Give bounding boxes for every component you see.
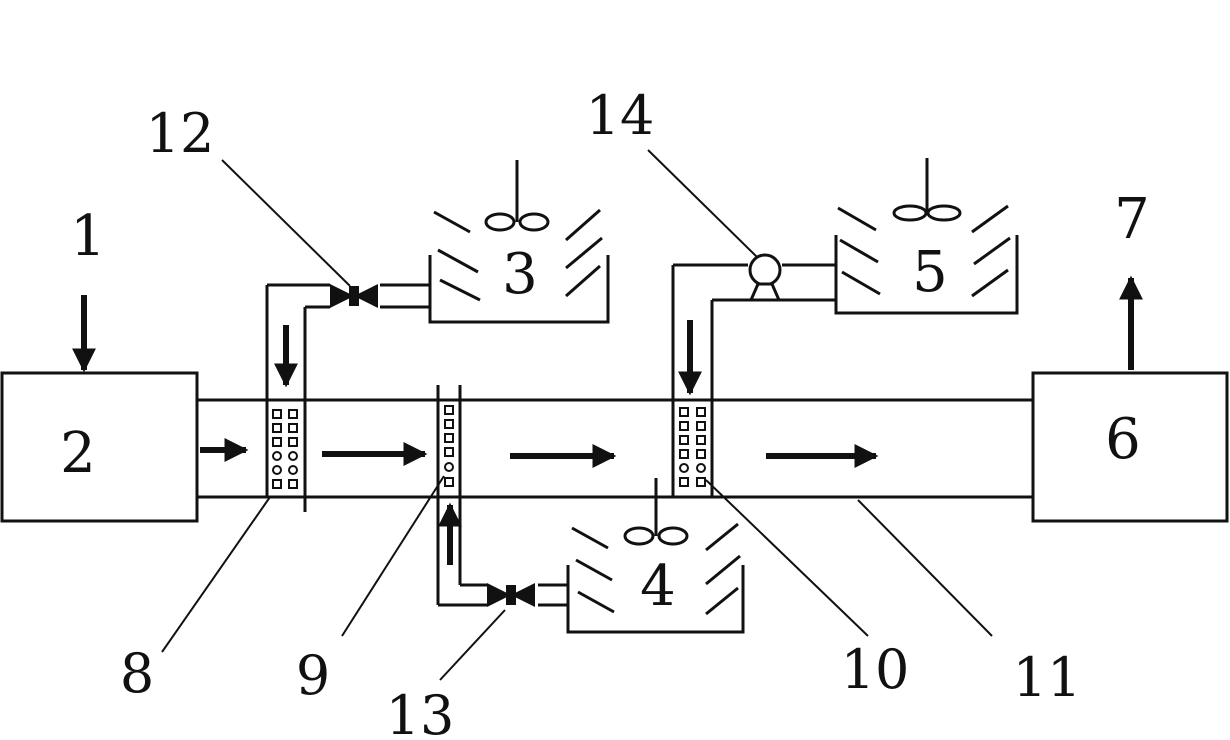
callout-10-label: 10 bbox=[841, 638, 910, 701]
tank-3 bbox=[428, 160, 610, 324]
callout-9-label: 9 bbox=[296, 644, 330, 707]
callout-7-label: 7 bbox=[1114, 187, 1150, 252]
box-2: 2 bbox=[0, 371, 199, 523]
leader-line-8 bbox=[161, 496, 271, 653]
leader-line-12 bbox=[221, 159, 351, 287]
callout-8-label: 8 bbox=[120, 642, 154, 705]
callout-1-label: 1 bbox=[70, 204, 106, 269]
tank-4-label: 4 bbox=[640, 554, 676, 619]
packed-section-9 bbox=[436, 385, 462, 605]
main-channel bbox=[197, 398, 1033, 499]
tank-3-label: 3 bbox=[502, 242, 538, 307]
tank-4 bbox=[566, 478, 745, 634]
box-6-label: 6 bbox=[1105, 407, 1141, 472]
tank-5-label: 5 bbox=[912, 240, 948, 305]
leader-line-9 bbox=[341, 475, 445, 637]
valve-13 bbox=[487, 583, 535, 607]
leader-lines bbox=[161, 149, 993, 681]
callout-12-label: 12 bbox=[146, 102, 215, 165]
pump-14 bbox=[748, 253, 782, 302]
leader-line-11 bbox=[857, 499, 993, 637]
pipe-tank-3 bbox=[267, 283, 430, 388]
box-6: 6 bbox=[1031, 371, 1229, 523]
valve-12 bbox=[330, 284, 378, 308]
pipe-tank-5 bbox=[673, 263, 836, 396]
callout-14-label: 14 bbox=[586, 84, 655, 147]
callout-11-label: 11 bbox=[1013, 646, 1082, 709]
pipe-tank-4 bbox=[438, 502, 568, 607]
packed-section-10 bbox=[671, 265, 714, 497]
callout-13-label: 13 bbox=[386, 684, 455, 740]
leader-line-14 bbox=[647, 149, 758, 258]
tank-5 bbox=[834, 158, 1019, 315]
leader-line-13 bbox=[439, 609, 506, 681]
packed-section-8 bbox=[265, 285, 307, 512]
leader-line-10 bbox=[705, 479, 869, 637]
box-2-label: 2 bbox=[60, 421, 96, 486]
flow-arrows bbox=[200, 438, 879, 468]
